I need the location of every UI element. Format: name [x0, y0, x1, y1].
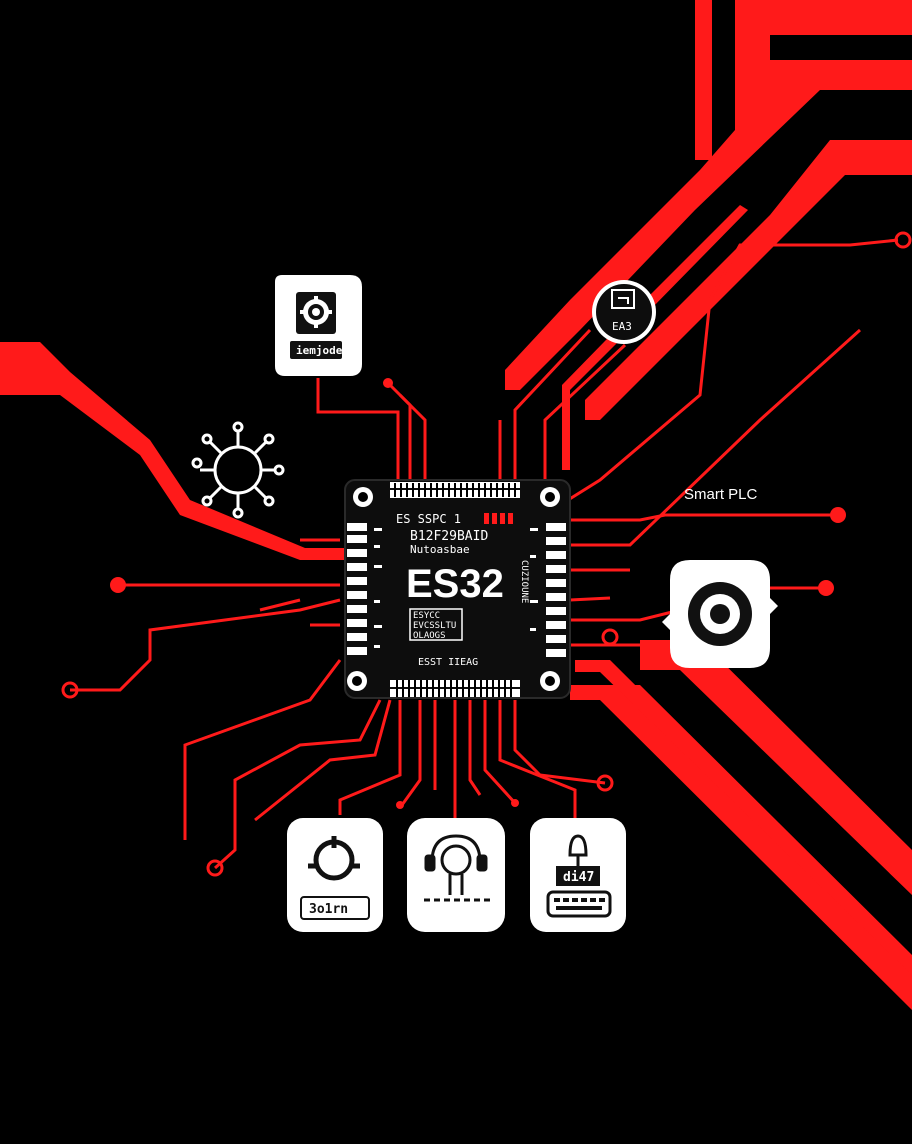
chip-box-line-2: EVCSSLTU [413, 621, 456, 631]
top-right-circle-caption: EA3 [612, 320, 632, 333]
bottom-pins [390, 680, 520, 697]
top-right-circle: EA3 [592, 280, 656, 344]
virus-icon [191, 421, 285, 519]
gear-icon [662, 560, 778, 668]
right-pins [546, 523, 566, 657]
bottom-center-card [407, 818, 505, 932]
chip-bottom-line: ESST IIEAG [418, 657, 478, 668]
smart-plc-label: Smart PLC [684, 486, 758, 503]
chip-box-line-1: ESYCC [413, 611, 440, 621]
chip-header-line-3: Nutoasbae [410, 543, 470, 556]
chip-header-line-2: B12F29BAID [410, 529, 488, 544]
esp32-chip: ES SSPC 1 B12F29BAID Nutoasbae ES32 ESYC… [344, 479, 571, 699]
bottom-right-card: di47 [530, 818, 626, 932]
chip-header-line-1: ES SSPC 1 [396, 512, 461, 526]
knob-icon [308, 836, 360, 881]
bottom-left-card: 3o1rn [287, 818, 383, 932]
chip-name: ES32 [406, 562, 504, 606]
bottom-right-caption: di47 [563, 870, 594, 885]
top-card: iemjode [275, 275, 362, 376]
headphones-icon [424, 834, 490, 902]
bottom-left-caption: 3o1rn [309, 902, 348, 917]
status-pads [484, 513, 513, 524]
thin-traces [70, 238, 899, 870]
gear-chip-icon [300, 296, 332, 328]
left-pins [347, 523, 367, 655]
trace-end-dots [61, 231, 912, 877]
bell-keyboard-icon: di47 [546, 834, 612, 918]
chip-right-side-text: CUZIOUNE [519, 560, 529, 603]
top-card-caption: iemjode [296, 344, 343, 357]
chip-box-line-3: OLAOGS [413, 631, 446, 641]
